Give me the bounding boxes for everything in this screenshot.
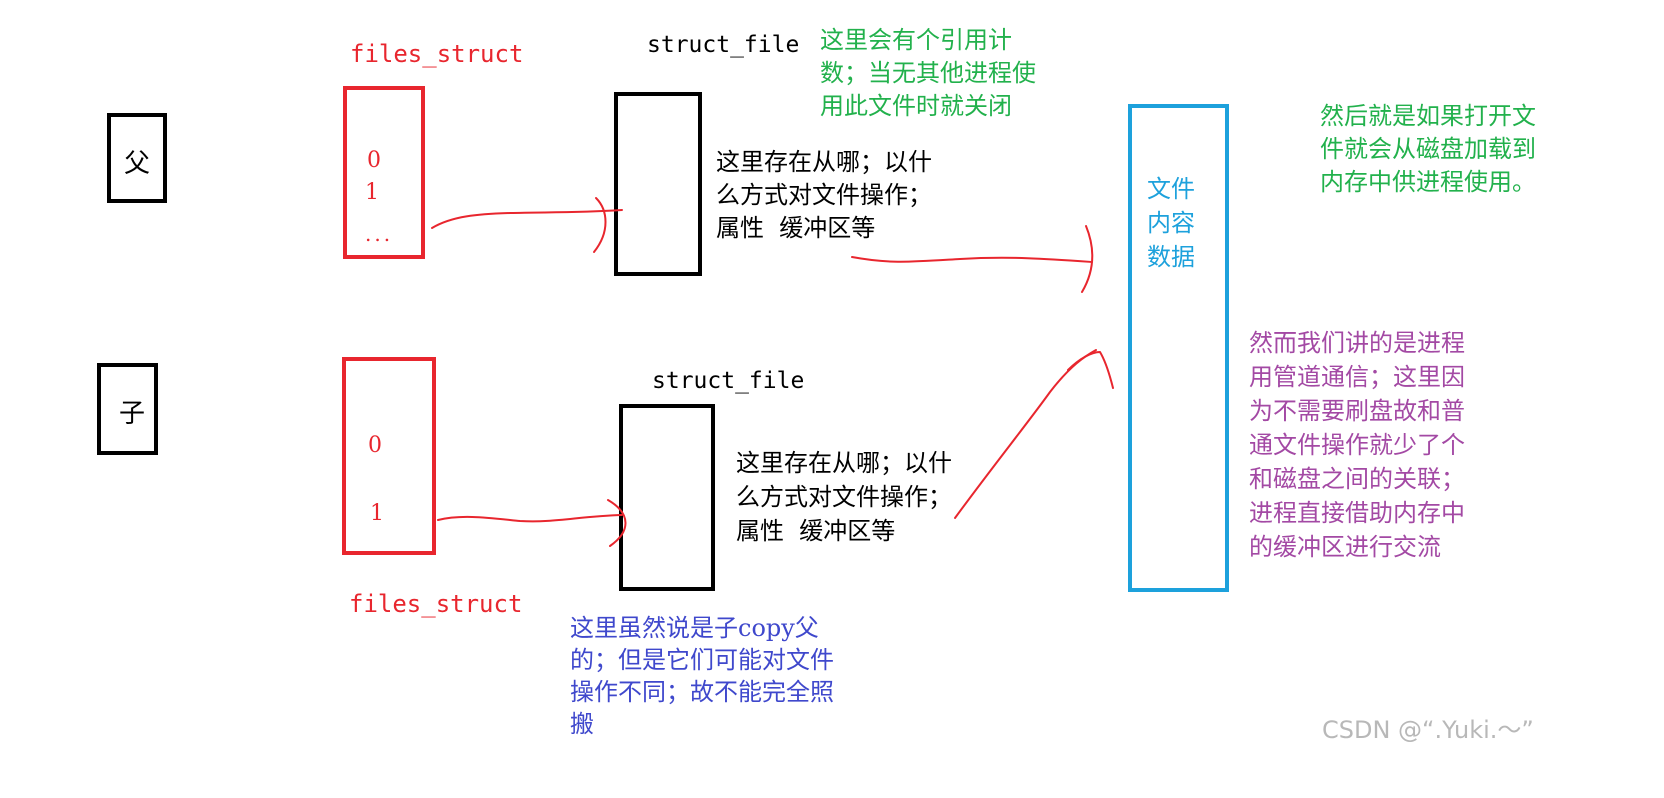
note-line: 然而我们讲的是进程 <box>1249 329 1465 357</box>
note-line: 这里存在从哪；以什 <box>736 449 952 477</box>
note-line: 这里虽然说是子copy父 <box>570 614 819 642</box>
note-line: 然后就是如果打开文 <box>1320 102 1536 130</box>
note-line: 通文件操作就少了个 <box>1249 431 1465 459</box>
note-line: 数据 <box>1147 243 1195 271</box>
note-line: 搬 <box>570 710 594 738</box>
child-struct-file-box <box>619 404 715 591</box>
note-line: 么方式对文件操作； <box>736 483 952 511</box>
note-line: 么方式对文件操作； <box>716 181 932 209</box>
child-struct-file-label: struct_file <box>652 368 805 394</box>
note-line: 这里存在从哪；以什 <box>716 148 932 176</box>
parent-files-struct-label: files_struct <box>350 40 524 68</box>
refcount-note: 这里会有个引用计 数；当无其他进程使 用此文件时就关闭 <box>820 24 1036 123</box>
watermark: CSDN @“.Yuki.～” <box>1322 716 1534 744</box>
note-line: 的缓冲区进行交流 <box>1249 533 1441 561</box>
note-line: 属性 缓冲区等 <box>736 517 896 545</box>
note-line: 用管道通信；这里因 <box>1249 363 1465 391</box>
note-line: 进程直接借助内存中 <box>1249 499 1465 527</box>
note-line: 用此文件时就关闭 <box>820 92 1012 120</box>
arrowhead-parent-fd <box>593 197 607 253</box>
child-process-label: 子 <box>119 399 146 429</box>
parent-struct-file-box <box>614 92 702 276</box>
parent-process-label: 父 <box>124 149 151 179</box>
note-line: 文件 <box>1147 175 1195 203</box>
file-content-label: 文件 内容 数据 <box>1147 172 1195 274</box>
child-fd-1: 1 <box>370 501 384 526</box>
parent-fd-ellipsis: ... <box>365 222 394 246</box>
arrowhead-child-fd <box>607 499 627 547</box>
arrow-child-file-to-content <box>954 349 1097 519</box>
note-line: 和磁盘之间的关联； <box>1249 465 1465 493</box>
parent-files-struct-box: 0 1 ... <box>343 86 425 259</box>
pipe-note: 然而我们讲的是进程 用管道通信；这里因 为不需要刷盘故和普 通文件操作就少了个 … <box>1249 326 1465 564</box>
note-line: 属性 缓冲区等 <box>716 214 876 242</box>
arrow-parent-file-to-content <box>851 256 1093 263</box>
note-line: 件就会从磁盘加载到 <box>1320 135 1536 163</box>
arrowhead-child-content <box>1067 351 1114 389</box>
note-line: 为不需要刷盘故和普 <box>1249 397 1465 425</box>
parent-process-box: 父 <box>107 113 167 203</box>
arrowhead-parent-content <box>1081 225 1094 293</box>
child-process-box: 子 <box>97 363 158 455</box>
arrow-child-fd-to-file <box>437 514 623 523</box>
arrow-parent-fd-to-file <box>431 209 623 229</box>
child-files-struct-box: 0 1 ... <box>342 357 436 559</box>
copy-note: 这里虽然说是子copy父 的；但是它们可能对文件 操作不同；故不能完全照 搬 <box>570 612 834 740</box>
note-line: 内容 <box>1147 209 1195 237</box>
parent-fd-0: 0 <box>367 148 381 173</box>
note-line: 的；但是它们可能对文件 <box>570 646 834 674</box>
parent-struct-file-note: 这里存在从哪；以什 么方式对文件操作； 属性 缓冲区等 <box>716 146 932 245</box>
file-content-box: 文件 内容 数据 <box>1128 104 1229 592</box>
parent-struct-file-label: struct_file <box>647 32 800 58</box>
child-files-struct-label: files_struct <box>349 590 523 618</box>
note-line: 数；当无其他进程使 <box>820 59 1036 87</box>
parent-fd-1: 1 <box>365 180 379 205</box>
child-fd-0: 0 <box>368 433 382 458</box>
note-line: 操作不同；故不能完全照 <box>570 678 834 706</box>
note-line: 这里会有个引用计 <box>820 26 1012 54</box>
child-fd-ellipsis: ... <box>368 535 397 559</box>
note-line: 内存中供进程使用。 <box>1320 168 1536 196</box>
child-struct-file-note: 这里存在从哪；以什 么方式对文件操作； 属性 缓冲区等 <box>736 446 952 548</box>
disk-note: 然后就是如果打开文 件就会从磁盘加载到 内存中供进程使用。 <box>1320 100 1536 199</box>
